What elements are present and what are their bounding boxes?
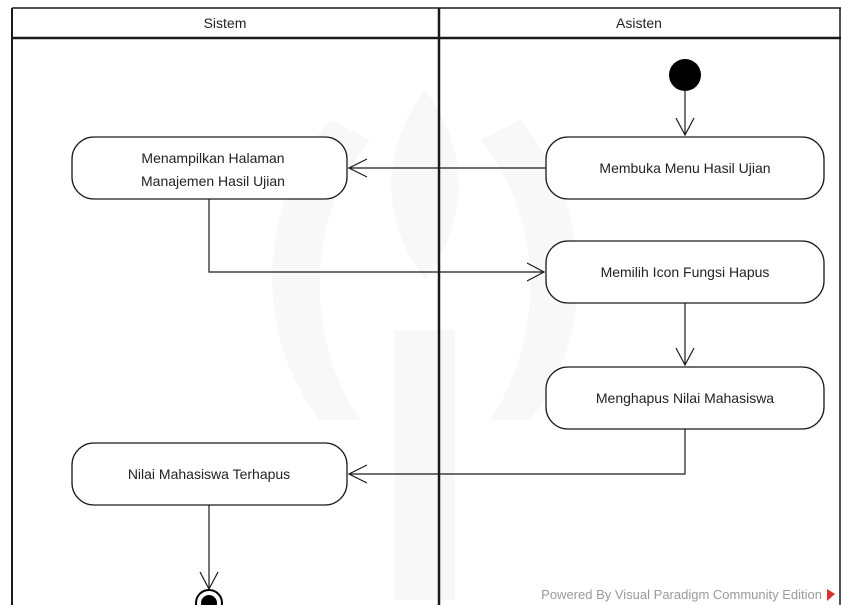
arrowhead-choose-delete	[526, 262, 546, 282]
flow-show-page-to-choose-delete	[208, 199, 544, 273]
initial-node	[669, 59, 701, 91]
activity-box-show-page	[71, 136, 348, 200]
lane-title-asisten: Asisten	[616, 15, 662, 31]
visual-paradigm-logo-icon	[827, 589, 835, 601]
lane-title-sistem: Sistem	[204, 15, 247, 31]
arrowhead-grade-deleted	[347, 464, 368, 484]
arrowhead-delete-grade	[675, 347, 695, 367]
activity-text-grade-deleted: Nilai Mahasiswa Terhapus	[128, 466, 290, 482]
powered-by-text: Powered By Visual Paradigm Community Edi…	[541, 587, 822, 602]
control-flows	[199, 91, 695, 591]
activity-text-show-page-line1: Menampilkan Halaman	[141, 150, 284, 166]
arrowhead-show-page	[347, 158, 368, 178]
activity-text-open-menu: Membuka Menu Hasil Ujian	[599, 160, 770, 176]
activity-text-delete-grade: Menghapus Nilai Mahasiswa	[596, 390, 774, 406]
activity-text-show-page-line2: Manajemen Hasil Ujian	[141, 173, 285, 189]
flow-delete-grade-to-grade-deleted	[349, 429, 686, 475]
activity-text-choose-delete: Memilih Icon Fungsi Hapus	[601, 264, 770, 280]
swimlane-frame	[11, 7, 841, 605]
arrowhead-open-menu	[675, 117, 695, 137]
final-node	[195, 589, 223, 605]
